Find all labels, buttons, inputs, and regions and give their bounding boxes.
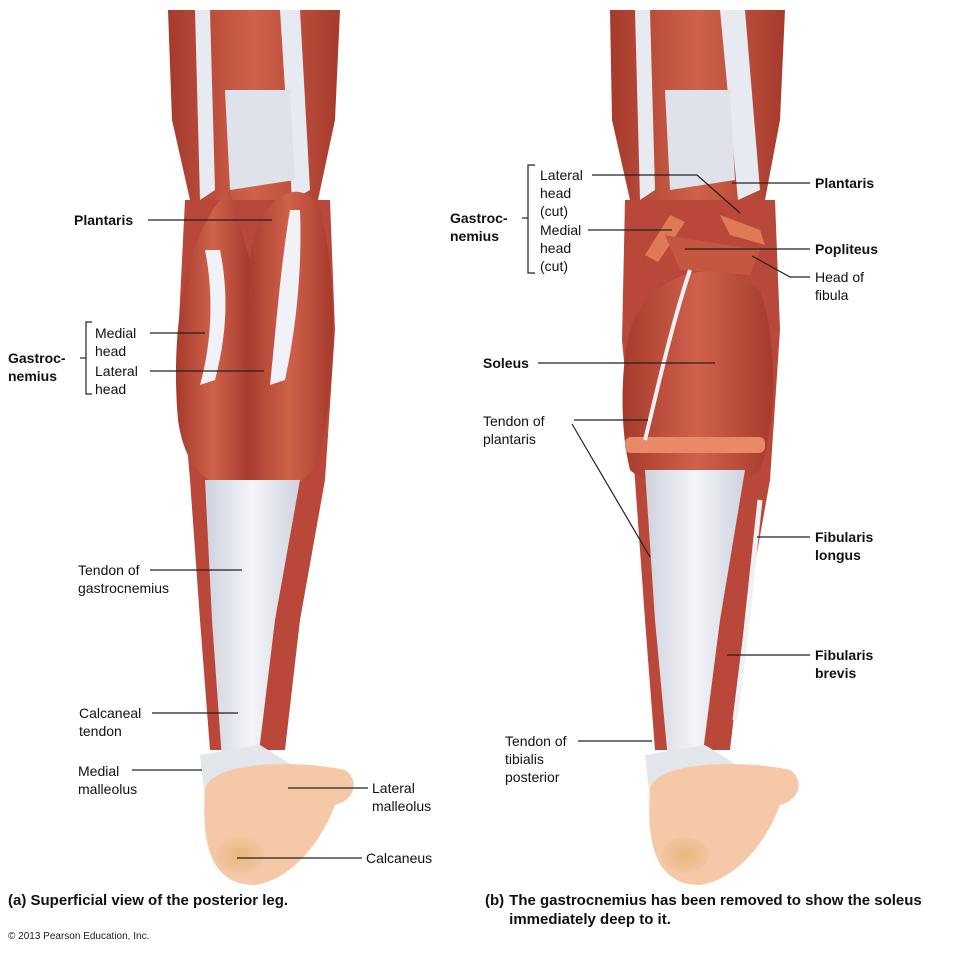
- label-popliteus: Popliteus: [815, 241, 879, 257]
- panel-a-leg: [168, 10, 354, 885]
- caption-b: (b) The gastrocnemius has been removed t…: [485, 891, 922, 929]
- label-tendon-of-plantaris: Tendon of plantaris: [483, 413, 545, 447]
- label-gastrocnemius-a: Gastroc- nemius: [8, 350, 66, 384]
- panel-b-leader-lines: [522, 164, 810, 742]
- label-medial-malleolus: Medial malleolus: [78, 763, 138, 797]
- caption-a-letter: (a): [8, 892, 27, 909]
- panel-a-leader-lines: [80, 219, 368, 859]
- label-fibularis-longus: Fibularis longus: [815, 529, 874, 563]
- label-head-of-fibula: Head of fibula: [815, 269, 865, 303]
- label-lateral-head-cut: Lateral head (cut): [540, 167, 583, 219]
- label-lateral-head: Lateral head: [95, 363, 138, 397]
- label-calcaneal-tendon: Calcaneal tendon: [79, 705, 142, 739]
- label-plantaris-a: Plantaris: [74, 212, 134, 228]
- caption-b-text: The gastrocnemius has been removed to sh…: [509, 892, 922, 928]
- label-medial-head: Medial head: [95, 325, 137, 359]
- caption-a-text: Superficial view of the posterior leg.: [30, 892, 289, 909]
- label-lateral-malleolus: Lateral malleolus: [372, 780, 432, 814]
- caption-b-letter: (b): [485, 892, 505, 909]
- panel-b-leg: [610, 10, 799, 885]
- label-soleus: Soleus: [483, 355, 529, 371]
- label-medial-head-cut: Medial head (cut): [540, 222, 582, 274]
- label-plantaris-b: Plantaris: [815, 175, 875, 191]
- label-fibularis-brevis: Fibularis brevis: [815, 647, 874, 681]
- label-gastrocnemius-b: Gastroc- nemius: [450, 210, 508, 244]
- label-calcaneus: Calcaneus: [366, 850, 433, 866]
- label-tendon-of-gastrocnemius: Tendon of gastrocnemius: [78, 562, 170, 596]
- copyright-notice: © 2013 Pearson Education, Inc.: [8, 931, 150, 942]
- label-tendon-of-tibialis-posterior: Tendon of tibialis posterior: [505, 733, 567, 785]
- caption-a: (a) Superficial view of the posterior le…: [8, 891, 288, 910]
